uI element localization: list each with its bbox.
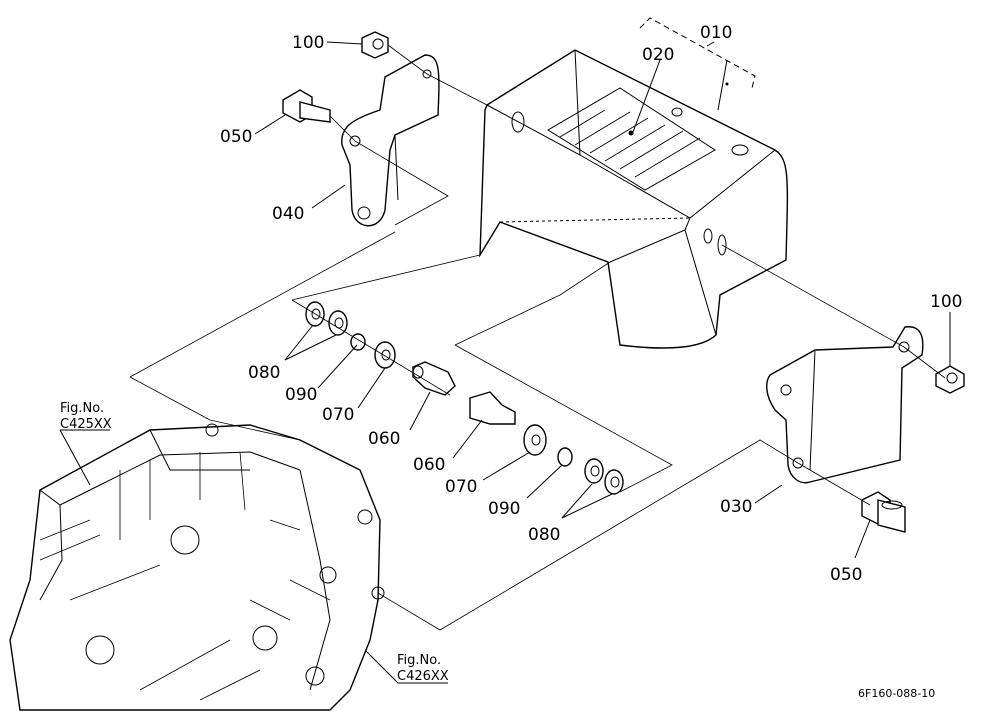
callout-060-left: 060 [368,429,400,449]
nut-100-left [361,31,389,59]
fig-ref-2-label: Fig.No. [397,653,441,668]
callout-080-left: 080 [248,363,280,383]
callout-050-right: 050 [830,565,862,585]
callout-020: 020 [642,45,674,65]
fig-ref-1-code: C425XX [60,417,112,432]
callout-070-left: 070 [322,405,354,425]
leader-lines [59,17,951,684]
hardware-group-right [469,391,624,495]
bracket-right [766,326,924,484]
bolt-050-right [861,491,906,533]
callout-040: 040 [272,204,304,224]
callout-100-left: 100 [292,33,324,53]
callout-070-right: 070 [445,477,477,497]
callout-010: 010 [700,23,732,43]
drawing-code: 6F160-088-10 [858,687,935,700]
fig-ref-2-code: C426XX [397,669,449,684]
bolt-050-left [282,89,331,123]
nut-100-right [935,365,965,394]
transmission-case [9,423,385,711]
guard-cover [479,49,789,349]
decal-label [547,87,716,191]
callout-100-right: 100 [930,292,962,312]
callout-050-left: 050 [220,127,252,147]
callout-080-right: 080 [528,525,560,545]
bracket-left [341,54,440,227]
callout-060-right: 060 [413,455,445,475]
fig-ref-1-label: Fig.No. [60,401,104,416]
callout-090-left: 090 [285,385,317,405]
hardware-group-left [305,301,456,396]
callout-090-right: 090 [488,499,520,519]
callout-030: 030 [720,497,752,517]
